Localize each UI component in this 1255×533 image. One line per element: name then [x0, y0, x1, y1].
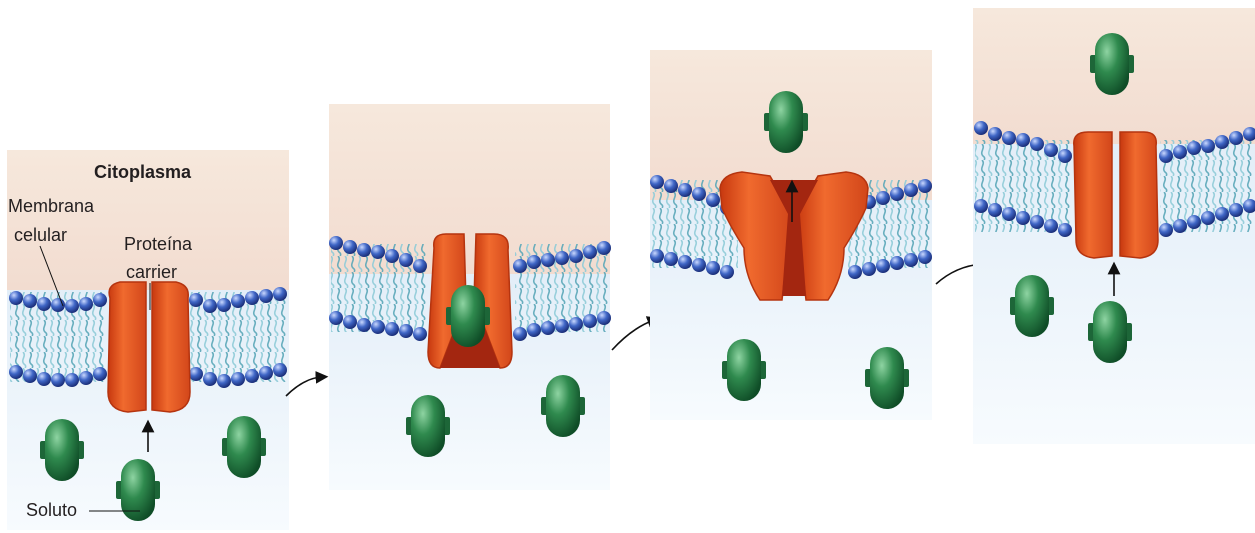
panel-4 — [973, 8, 1255, 444]
step-arrow-1 — [286, 377, 322, 396]
step-arrow-2 — [612, 320, 654, 350]
membrane-label-line2: celular — [14, 225, 67, 245]
solute-label: Soluto — [26, 500, 77, 520]
protein-label-line2: carrier — [126, 262, 177, 282]
protein-label-line1: Proteína — [124, 234, 192, 254]
panel-3 — [650, 50, 932, 420]
panel-2 — [329, 104, 611, 490]
membrane-label-line1: Membrana — [8, 196, 94, 216]
cytoplasm-label: Citoplasma — [94, 162, 191, 182]
